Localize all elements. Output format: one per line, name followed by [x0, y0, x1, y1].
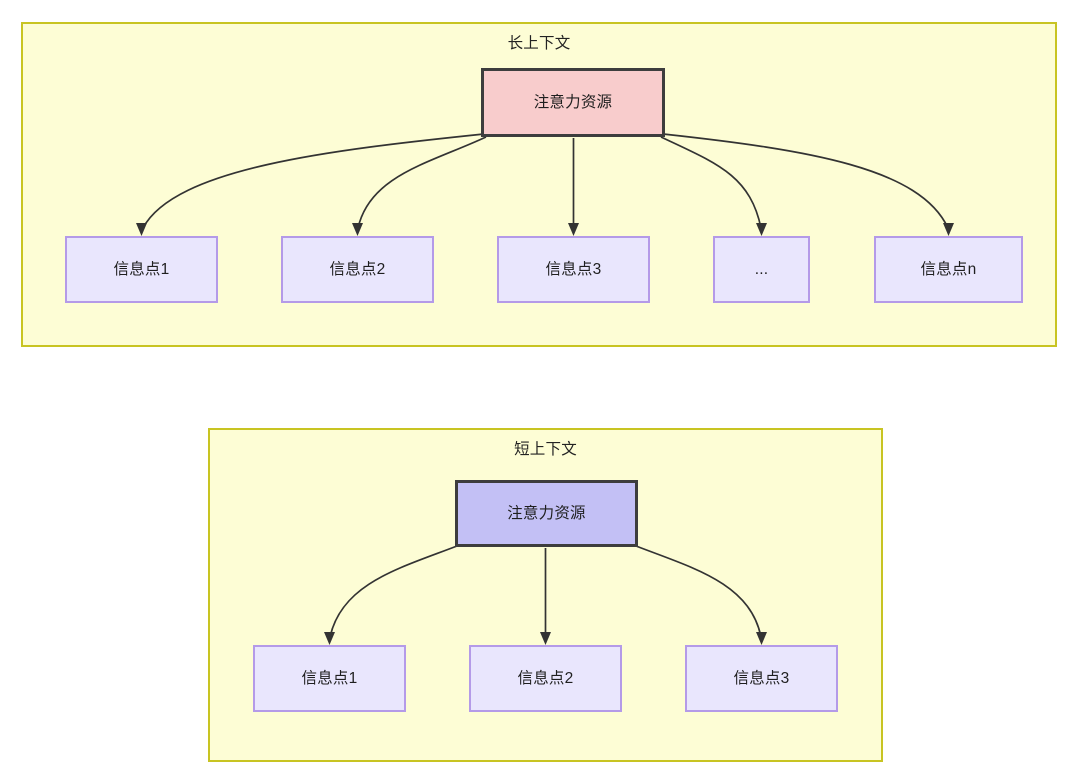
node-attention-resource-long[interactable]: 注意力资源	[481, 68, 665, 137]
node-info-point-1-short[interactable]: 信息点1	[253, 645, 406, 712]
panel-long-context-title: 长上下文	[507, 35, 571, 52]
node-label: 信息点1	[301, 669, 358, 687]
node-label: 信息点2	[517, 669, 574, 687]
node-label: 信息点1	[113, 260, 170, 278]
node-info-point-3-short[interactable]: 信息点3	[685, 645, 838, 712]
node-info-point-ellipsis-long[interactable]: ...	[713, 236, 810, 303]
node-label: 信息点n	[920, 260, 977, 278]
node-attention-resource-short[interactable]: 注意力资源	[455, 480, 638, 547]
node-info-point-2-short[interactable]: 信息点2	[469, 645, 622, 712]
node-label: 信息点3	[545, 260, 602, 278]
node-label: 信息点2	[329, 260, 386, 278]
node-info-point-1-long[interactable]: 信息点1	[65, 236, 218, 303]
node-info-point-3-long[interactable]: 信息点3	[497, 236, 650, 303]
node-label: 注意力资源	[533, 93, 613, 111]
node-info-point-2-long[interactable]: 信息点2	[281, 236, 434, 303]
node-label: 注意力资源	[507, 504, 586, 522]
node-label: ...	[754, 260, 769, 278]
node-info-point-n-long[interactable]: 信息点n	[874, 236, 1023, 303]
node-label: 信息点3	[733, 669, 790, 687]
panel-short-context-title: 短上下文	[514, 441, 577, 458]
